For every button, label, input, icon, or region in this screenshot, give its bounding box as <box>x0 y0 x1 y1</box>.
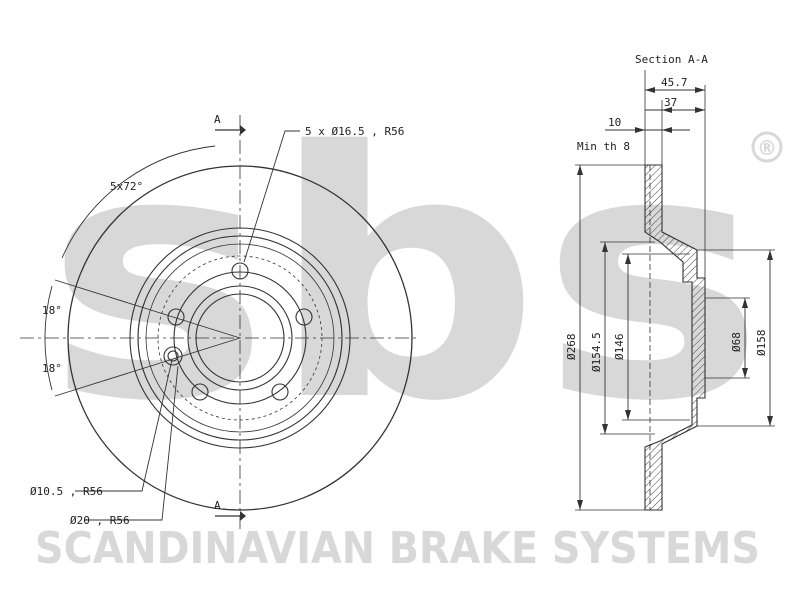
diameter-dimension-lines <box>579 165 771 510</box>
brand-tagline: SCANDINAVIAN BRAKE SYSTEMS <box>35 523 760 574</box>
small-hole-label: Ø10.5 , R56 <box>30 485 103 498</box>
locating-hole-small <box>167 350 179 362</box>
dim-thickness: 10 <box>608 116 621 129</box>
hat-outer-edge <box>137 235 343 441</box>
section-title: Section A-A <box>635 53 708 66</box>
bolt-hole-4 <box>191 383 209 401</box>
bolt-holes-label: 5 x Ø16.5 , R56 <box>305 125 404 138</box>
registered-mark: ® <box>757 136 777 160</box>
angle-arc-18 <box>44 285 53 391</box>
dim-center-bore: Ø68 <box>730 332 743 352</box>
sbs-watermark-logo: sbs ® <box>45 80 783 476</box>
section-view <box>575 70 775 511</box>
section-view-labels: Section A-A 45.7 37 10 Min th 8 Ø268 Ø15… <box>565 53 768 372</box>
dim-hat-outer-diameter: Ø158 <box>755 330 768 357</box>
friction-ring-inner-edge <box>129 227 351 449</box>
center-bore-outer <box>187 285 293 391</box>
bolt-hole-3 <box>271 383 289 401</box>
section-label-bottom: A <box>214 499 221 512</box>
large-hole-label: Ø20 , R56 <box>70 514 130 527</box>
angle-arc-72 <box>61 145 216 259</box>
section-arrowhead-top <box>240 125 246 135</box>
front-view-labels: A A 5 x Ø16.5 , R56 5x72° 18° 18° Ø10.5 … <box>30 113 404 527</box>
dim-hat-inner-diameter: Ø146 <box>613 334 626 361</box>
dim-braking-diameter: Ø154.5 <box>590 332 603 372</box>
angle-count-label: 5x72° <box>110 180 143 193</box>
section-arrowhead-bottom <box>240 511 246 521</box>
angle-lower-label: 18° <box>42 362 62 375</box>
registered-mark-circle <box>751 131 783 163</box>
hat-step-edge <box>145 243 335 433</box>
bolt-hole-leader <box>243 130 300 263</box>
dim-overall-width: 45.7 <box>661 76 688 89</box>
bolt-hole-1 <box>231 262 249 280</box>
angle-upper-label: 18° <box>42 304 62 317</box>
front-view <box>20 115 420 530</box>
small-hole-leader <box>75 359 173 492</box>
sbs-watermark-text: sbs <box>45 80 765 476</box>
disc-outer-edge <box>67 165 413 511</box>
bolt-circle <box>157 255 323 421</box>
hub-outer-ring <box>173 271 307 405</box>
disc-cross-section <box>644 164 706 511</box>
dim-outer-diameter: Ø268 <box>565 334 578 361</box>
bolt-hole-2 <box>295 308 313 326</box>
angle-line-upper <box>54 279 241 339</box>
dimension-arrowheads <box>577 165 773 510</box>
angle-line-lower <box>54 337 241 397</box>
large-hole-leader <box>85 365 179 521</box>
center-bore-inner <box>195 293 285 383</box>
dim-hat-width: 37 <box>664 96 677 109</box>
extension-lines <box>575 70 775 511</box>
bolt-hole-5 <box>167 308 185 326</box>
section-label-top: A <box>214 113 221 126</box>
width-arrowheads <box>635 87 705 133</box>
min-thickness-label: Min th 8 <box>577 140 630 153</box>
